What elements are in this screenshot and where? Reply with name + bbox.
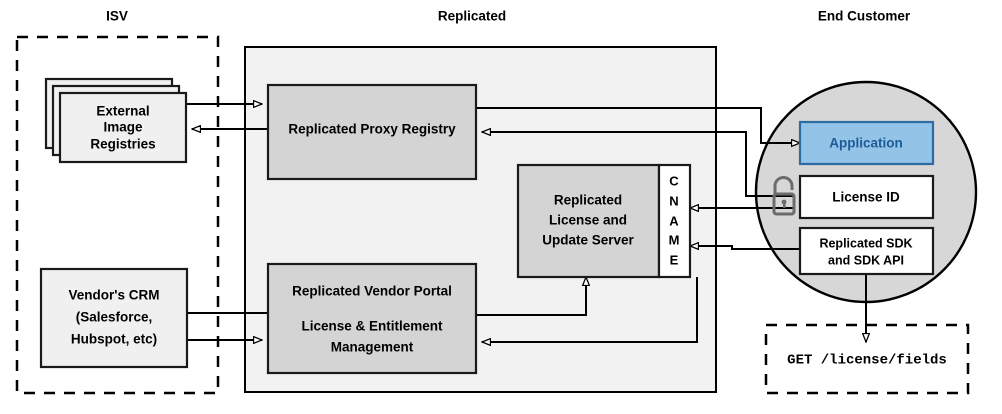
cname-char-n: N (669, 193, 678, 208)
replicated-sdk-label-line-1: Replicated SDK (819, 236, 912, 250)
proxy-registry-box (266, 83, 478, 181)
license-server-label-line-3: Update Server (542, 233, 634, 248)
zone-isv-boundary (15, 35, 220, 395)
node-license-id[interactable]: License ID (798, 174, 935, 220)
registries-label-line-1: External (96, 104, 149, 119)
crm-label-line-1: Vendor's CRM (69, 288, 160, 303)
license-server-box (516, 163, 661, 279)
connector-proxy-to-application (476, 107, 800, 143)
crm-label-line-3: Hubspot, etc) (71, 332, 157, 347)
connector-vendor-portal-to-license-server (476, 277, 586, 316)
node-cname-strip[interactable]: C N A M E (657, 163, 692, 279)
cname-char-a: A (669, 213, 679, 228)
unlock-icon-body (772, 192, 796, 216)
connector-sdk-to-cname (690, 246, 800, 250)
proxy-registry-label: Replicated Proxy Registry (288, 122, 456, 137)
unlock-icon (772, 176, 796, 216)
cname-char-e: E (670, 252, 679, 267)
vendor-portal-label-line-2: License & Entitlement (301, 319, 443, 334)
registries-label-line-2: Image (103, 120, 143, 135)
license-server-label-line-2: License and (549, 213, 627, 228)
cname-char-m: M (669, 232, 680, 247)
api-request-box (764, 323, 970, 395)
cname-strip-box (657, 163, 692, 279)
node-replicated-vendor-portal[interactable]: Replicated Vendor Portal License & Entit… (266, 262, 478, 375)
node-external-image-registries[interactable]: External Image Registries (44, 77, 188, 164)
license-server-label-line-1: Replicated (554, 193, 622, 208)
license-id-label: License ID (832, 190, 900, 205)
node-replicated-proxy-registry[interactable]: Replicated Proxy Registry (266, 83, 478, 181)
node-api-request[interactable]: GET /license/fields (764, 323, 970, 395)
node-replicated-sdk[interactable]: Replicated SDK and SDK API (798, 226, 935, 276)
zone-title-end-customer: End Customer (818, 9, 911, 24)
node-vendors-crm[interactable]: Vendor's CRM (Salesforce, Hubspot, etc) (39, 267, 189, 369)
crm-label-line-2: (Salesforce, (76, 310, 153, 325)
connector-license-id-to-proxy (482, 132, 793, 197)
vendor-portal-box (266, 262, 478, 375)
application-box (798, 120, 935, 166)
license-id-box (798, 174, 935, 220)
unlock-icon-keyslot (783, 203, 786, 208)
zone-title-replicated: Replicated (438, 9, 506, 24)
node-application[interactable]: Application (798, 120, 935, 166)
registries-stack-front (58, 91, 188, 164)
zone-title-isv: ISV (106, 9, 128, 24)
node-license-and-update-server[interactable]: Replicated License and Update Server (516, 163, 661, 279)
crm-box (39, 267, 189, 369)
application-label: Application (829, 136, 903, 151)
replicated-sdk-label-line-2: and SDK API (828, 253, 904, 267)
replicated-sdk-box (798, 226, 935, 276)
registries-label-line-3: Registries (90, 137, 155, 152)
vendor-portal-label-line-1: Replicated Vendor Portal (292, 284, 452, 299)
connector-layer (164, 104, 866, 342)
cname-char-c: C (669, 173, 679, 188)
vendor-portal-label-line-3: Management (331, 340, 414, 355)
api-request-label: GET /license/fields (787, 353, 947, 369)
connector-license-server-to-vendor-portal (482, 277, 698, 342)
